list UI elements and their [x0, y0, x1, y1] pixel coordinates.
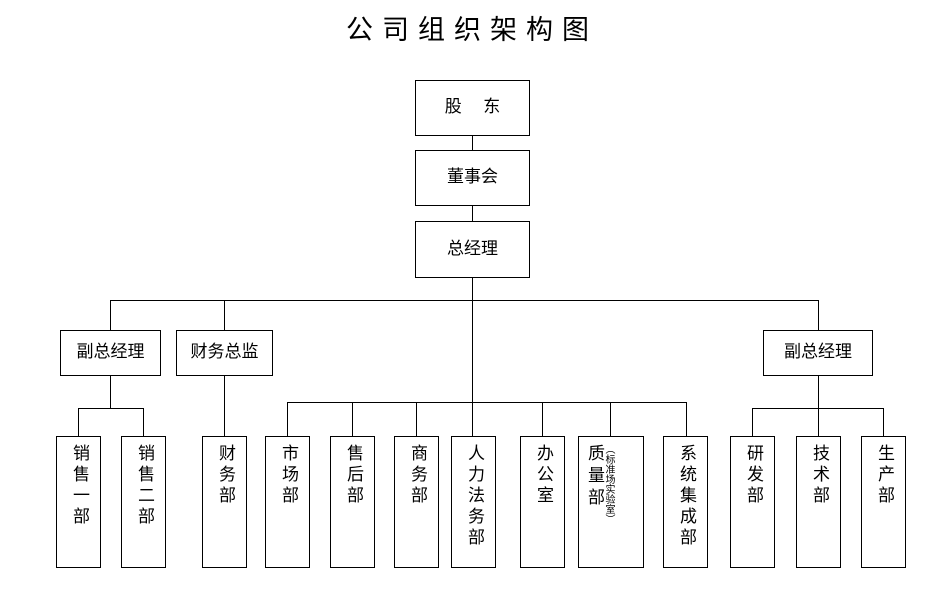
node-after-sales-department-label: 售后部 [343, 444, 363, 507]
node-business-affairs-department-label: 商务部 [407, 444, 427, 507]
node-quality-department-label: 质量部 [584, 444, 604, 510]
connector-drop-quality [610, 402, 612, 436]
node-hr-legal-department[interactable]: 人力法务部 [451, 436, 496, 568]
node-production-department[interactable]: 生产部 [861, 436, 906, 568]
node-marketing-department[interactable]: 市场部 [265, 436, 310, 568]
connector-drop-after-sales [352, 402, 354, 436]
node-after-sales-department[interactable]: 售后部 [330, 436, 375, 568]
node-rnd-department-label: 研发部 [743, 444, 763, 507]
node-cfo-label: 财务总监 [190, 342, 259, 363]
connector-deputy-gm-left-bus [78, 408, 143, 410]
connector-cfo-finance [224, 375, 226, 436]
connector-drop-marketing [287, 402, 289, 436]
node-technology-department-label: 技术部 [809, 444, 829, 507]
node-system-integration-department[interactable]: 系统集成部 [663, 436, 708, 568]
connector-deputy-gm-left-drop [110, 375, 112, 408]
connector-drop-hr-legal [472, 402, 474, 436]
node-sales-department-2-label: 销售二部 [134, 444, 154, 528]
node-system-integration-department-label: 系统集成部 [676, 444, 696, 549]
connector-shareholders-board [472, 135, 474, 162]
node-quality-department-inner: 质量部 （标准场实验室） [584, 444, 614, 524]
node-rnd-department[interactable]: 研发部 [730, 436, 775, 568]
node-general-manager-label: 总经理 [447, 238, 498, 259]
node-deputy-general-manager-left[interactable]: 副总经理 [60, 330, 161, 376]
connector-deputy-gm-right-drop [818, 375, 820, 408]
node-cfo[interactable]: 财务总监 [176, 330, 273, 376]
node-board-of-directors-label: 董事会 [447, 167, 498, 188]
connector-level3-bus [110, 300, 819, 302]
node-general-manager[interactable]: 总经理 [415, 221, 530, 278]
connector-deputy-gm-right-bus [752, 408, 883, 410]
connector-drop-technology [818, 408, 820, 436]
node-finance-department[interactable]: 财务部 [202, 436, 247, 568]
connector-gm-drop [472, 277, 474, 301]
connector-middle-group-bus [287, 402, 686, 404]
node-sales-department-2[interactable]: 销售二部 [121, 436, 166, 568]
connector-drop-production [883, 408, 885, 436]
connector-drop-business-affairs [416, 402, 418, 436]
connector-gm-middle-group-drop [472, 300, 474, 403]
node-hr-legal-department-label: 人力法务部 [464, 444, 484, 549]
connector-drop-system-integration [686, 402, 688, 436]
page-title: 公司组织架构图 [346, 15, 598, 46]
node-finance-department-label: 财务部 [215, 444, 235, 507]
node-shareholders-label: 股 东 [444, 97, 509, 118]
node-quality-department[interactable]: 质量部 （标准场实验室） [578, 436, 644, 568]
connector-board-gm [472, 205, 474, 222]
node-quality-department-note: （标准场实验室） [603, 444, 614, 524]
node-deputy-general-manager-right-label: 副总经理 [784, 342, 852, 363]
node-production-department-label: 生产部 [874, 444, 894, 507]
node-sales-department-1-label: 销售一部 [69, 444, 89, 528]
connector-drop-deputy-gm-left [110, 300, 112, 330]
connector-drop-office [542, 402, 544, 436]
node-technology-department[interactable]: 技术部 [796, 436, 841, 568]
node-sales-department-1[interactable]: 销售一部 [56, 436, 101, 568]
node-office[interactable]: 办公室 [520, 436, 565, 568]
connector-drop-rnd [752, 408, 754, 436]
node-deputy-general-manager-right[interactable]: 副总经理 [763, 330, 873, 376]
node-marketing-department-label: 市场部 [278, 444, 298, 507]
node-deputy-general-manager-left-label: 副总经理 [76, 342, 145, 363]
node-office-label: 办公室 [533, 444, 553, 507]
node-board-of-directors[interactable]: 董事会 [415, 150, 530, 206]
connector-drop-sales-2 [143, 408, 145, 436]
connector-drop-sales-1 [78, 408, 80, 436]
connector-drop-cfo [224, 300, 226, 330]
connector-drop-deputy-gm-right [818, 300, 820, 330]
node-business-affairs-department[interactable]: 商务部 [394, 436, 439, 568]
node-shareholders[interactable]: 股 东 [415, 80, 530, 136]
